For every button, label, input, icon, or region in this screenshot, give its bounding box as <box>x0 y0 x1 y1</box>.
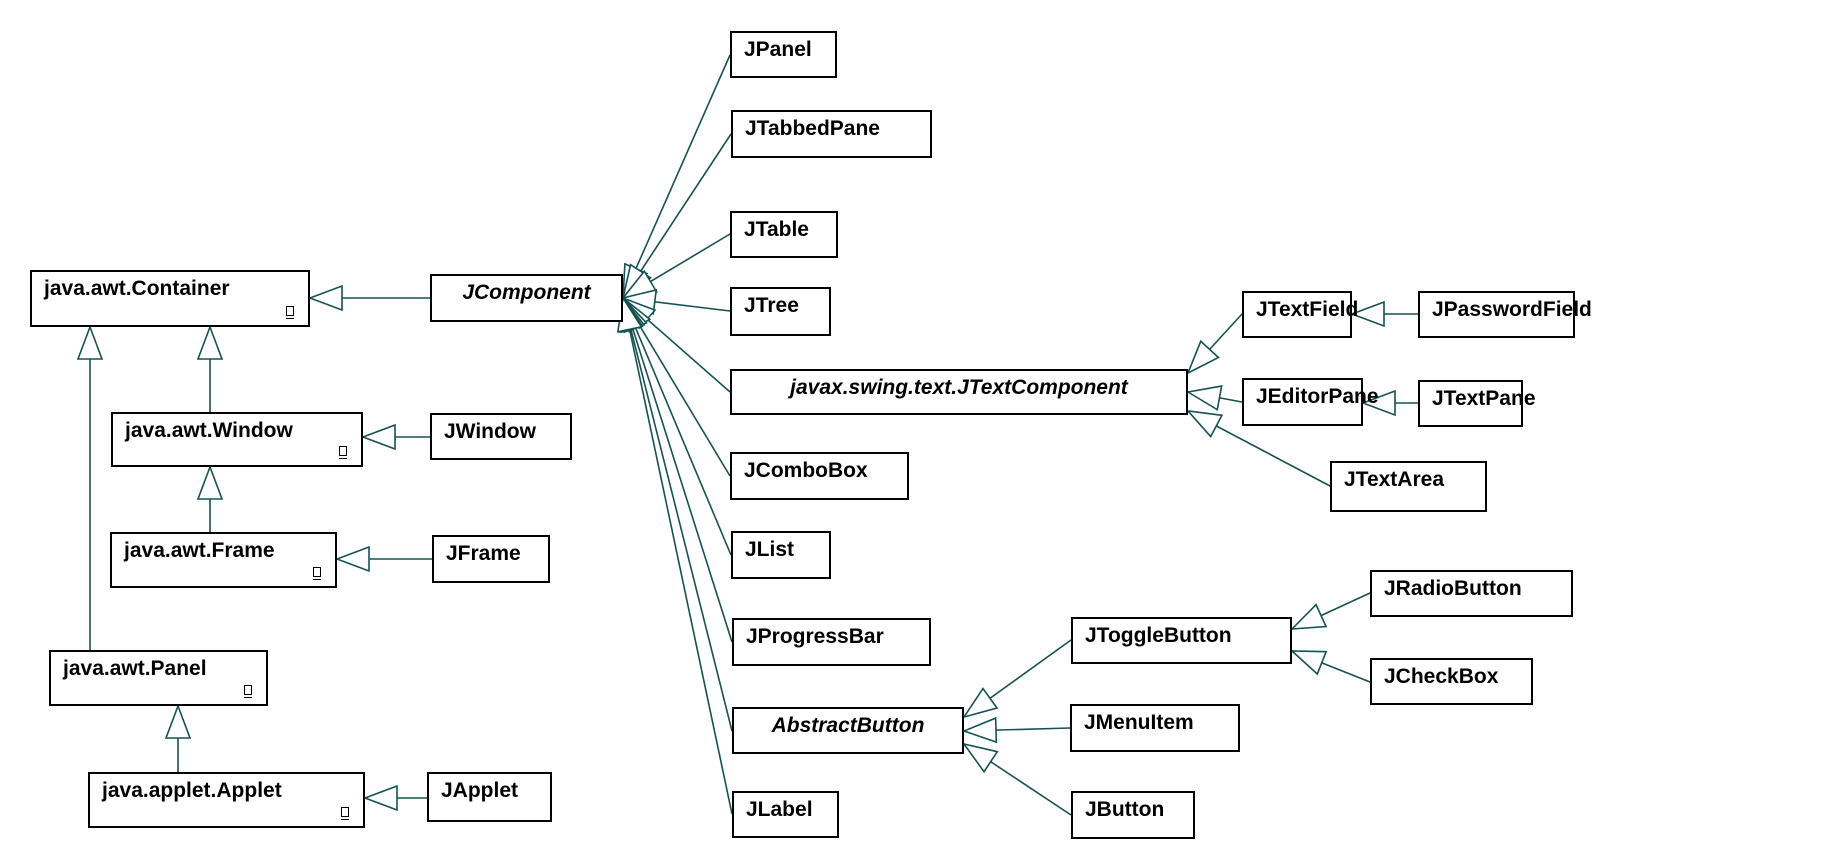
inheritance-arrowhead-applet <box>164 703 192 739</box>
class-box-jradiobutton: JRadioButton <box>1370 570 1573 617</box>
class-box-jbutton: JButton <box>1071 791 1195 839</box>
class-label-jtree: JTree <box>744 294 799 317</box>
class-label-jtextcomponent: javax.swing.text.JTextComponent <box>790 376 1128 399</box>
inheritance-arrowhead-jeditorpane <box>1185 385 1223 411</box>
inheritance-line-jlabel <box>622 297 733 815</box>
inheritance-arrowhead-jtextfield <box>1186 339 1220 375</box>
class-box-jtogglebutton: JToggleButton <box>1071 617 1292 664</box>
class-label-jcomponent: JComponent <box>462 281 591 304</box>
inheritance-line-abstractbutton <box>622 297 733 732</box>
class-box-applet[interactable]: java.applet.Applet <box>88 772 365 828</box>
inheritance-arrowhead-japplet <box>362 784 398 812</box>
class-label-jprogressbar: JProgressBar <box>746 625 884 648</box>
class-label-abstractbutton: AbstractButton <box>771 714 925 737</box>
class-box-jwindow: JWindow <box>430 413 572 460</box>
class-box-jtable: JTable <box>730 211 838 258</box>
class-box-jcomponent: JComponent <box>430 274 623 322</box>
class-label-jcombobox: JComboBox <box>744 459 868 482</box>
class-box-jeditorpane: JEditorPane <box>1242 378 1379 426</box>
class-label-window: java.awt.Window <box>125 419 293 442</box>
link-marker-icon[interactable] <box>313 567 321 580</box>
link-marker-icon[interactable] <box>244 685 252 698</box>
class-box-container[interactable]: java.awt.Container <box>30 270 310 327</box>
inheritance-line-jpanel <box>622 54 731 299</box>
class-box-window[interactable]: java.awt.Window <box>111 412 363 467</box>
class-box-abstractbutton: AbstractButton <box>732 707 964 754</box>
inheritance-arrowhead-jmenuitem <box>961 716 998 744</box>
class-box-panel[interactable]: java.awt.Panel <box>49 650 268 706</box>
class-box-jlabel: JLabel <box>732 791 839 838</box>
class-box-jmenuitem: JMenuItem <box>1070 704 1240 752</box>
class-label-jtextpane: JTextPane <box>1432 387 1536 410</box>
class-box-jtabbedpane: JTabbedPane <box>731 110 932 158</box>
link-marker-icon[interactable] <box>341 807 349 820</box>
class-label-jtable: JTable <box>744 218 809 241</box>
class-label-jtabbedpane: JTabbedPane <box>745 117 880 140</box>
class-label-panel: java.awt.Panel <box>63 657 207 680</box>
link-marker-icon[interactable] <box>339 446 347 459</box>
link-marker-icon[interactable] <box>286 306 294 319</box>
class-label-jframe: JFrame <box>446 542 521 565</box>
class-box-frame[interactable]: java.awt.Frame <box>110 532 337 588</box>
class-label-jpasswordfield: JPasswordField <box>1432 298 1592 321</box>
class-label-jcheckbox: JCheckBox <box>1384 665 1499 688</box>
class-box-japplet: JApplet <box>427 772 552 822</box>
class-box-jcheckbox: JCheckBox <box>1370 658 1533 705</box>
inheritance-line-jlist <box>622 297 732 556</box>
inheritance-arrowhead-jtextpane <box>1360 389 1396 417</box>
inheritance-arrowhead-jbutton <box>962 742 999 774</box>
class-label-jtogglebutton: JToggleButton <box>1085 624 1232 647</box>
class-label-jlabel: JLabel <box>746 798 813 821</box>
inheritance-arrowhead-jwindow <box>360 423 396 451</box>
class-label-jtextfield: JTextField <box>1256 298 1359 321</box>
inheritance-arrowhead-jcheckbox <box>1289 650 1328 676</box>
class-box-jtextarea: JTextArea <box>1330 461 1487 512</box>
inheritance-arrowhead-jradiobutton <box>1289 603 1328 630</box>
inheritance-arrowhead-jframe <box>334 545 370 573</box>
class-label-jlist: JList <box>745 538 795 561</box>
class-label-jmenuitem: JMenuItem <box>1084 711 1194 734</box>
class-label-japplet: JApplet <box>441 779 519 802</box>
class-label-jeditorpane: JEditorPane <box>1256 385 1379 408</box>
class-label-applet: java.applet.Applet <box>102 779 282 802</box>
class-box-jpanel: JPanel <box>730 31 837 78</box>
class-box-jtextcomponent: javax.swing.text.JTextComponent <box>730 369 1188 415</box>
class-label-jradiobutton: JRadioButton <box>1384 577 1522 600</box>
inheritance-arrowhead-jtextarea <box>1185 409 1224 438</box>
inheritance-arrowhead-jtogglebutton <box>962 687 999 719</box>
class-label-jbutton: JButton <box>1085 798 1165 821</box>
class-label-jtextarea: JTextArea <box>1344 468 1444 491</box>
inheritance-arrowhead-jpasswordfield <box>1349 300 1385 328</box>
class-label-container: java.awt.Container <box>44 277 230 300</box>
inheritance-arrowhead-frame <box>196 464 224 500</box>
class-box-jlist: JList <box>731 531 831 579</box>
inheritance-arrowhead-window <box>196 324 224 360</box>
class-box-jcombobox: JComboBox <box>730 452 909 500</box>
class-box-jtree: JTree <box>730 287 831 336</box>
inheritance-line-jprogressbar <box>622 297 733 643</box>
class-box-jpasswordfield: JPasswordField <box>1418 291 1592 338</box>
class-label-frame: java.awt.Frame <box>124 539 275 562</box>
class-box-jframe: JFrame <box>432 535 550 583</box>
class-box-jtextfield: JTextField <box>1242 291 1358 338</box>
inheritance-arrowhead-panel <box>76 324 104 360</box>
class-label-jwindow: JWindow <box>444 420 536 443</box>
class-box-jprogressbar: JProgressBar <box>732 618 931 666</box>
class-box-jtextpane: JTextPane <box>1418 380 1536 427</box>
inheritance-arrowhead-jcomponent <box>307 284 343 312</box>
class-label-jpanel: JPanel <box>744 38 812 61</box>
